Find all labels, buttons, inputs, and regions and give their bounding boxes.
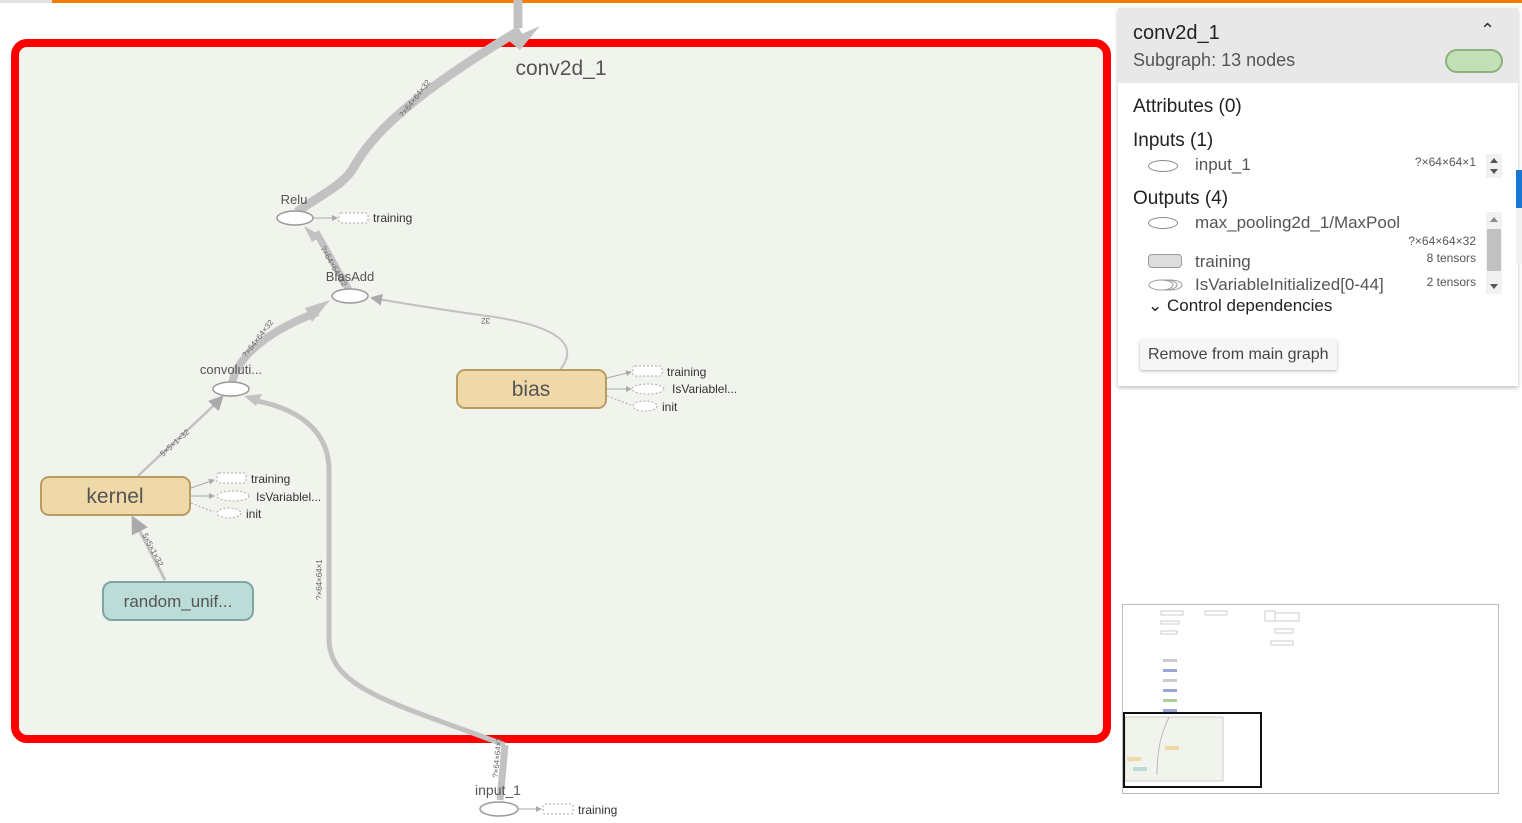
- chevron-up-icon[interactable]: ⌃: [1480, 20, 1496, 40]
- kernel-aux-edge-3: [190, 502, 215, 513]
- output-row-shape: ?×64×64×32: [1408, 234, 1476, 248]
- bias-isvariable-node[interactable]: [631, 383, 665, 395]
- bias-isvariable-label: IsVariablel...: [672, 382, 737, 396]
- remove-from-main-graph-button[interactable]: Remove from main graph: [1140, 340, 1337, 370]
- kernel-isvariable-label: IsVariablel...: [256, 490, 321, 504]
- relu-training-label: training: [373, 211, 412, 225]
- control-dependencies-label: Control dependencies: [1166, 296, 1333, 315]
- input-label: input_1: [475, 782, 521, 798]
- output-row-name[interactable]: training: [1195, 252, 1251, 271]
- kernel-training-label: training: [251, 472, 290, 486]
- edge-kernel-to-conv: [137, 395, 224, 477]
- top-progress-bar: [52, 0, 1522, 3]
- inputs-scrollbar[interactable]: [1486, 154, 1502, 178]
- card-header: conv2d_1 Subgraph: 13 nodes ⌃: [1118, 8, 1518, 83]
- kernel-label: kernel: [86, 485, 143, 508]
- minimap-viewport[interactable]: [1123, 712, 1262, 788]
- control-dependencies-toggle[interactable]: ⌄ Control dependencies: [1148, 296, 1332, 316]
- bias-training-label: training: [667, 365, 706, 379]
- arrowhead-biasadd: [305, 300, 330, 322]
- side-tab-strip: [1516, 208, 1522, 264]
- chevron-down-icon: ⌄: [1148, 296, 1163, 315]
- minimap-canvas: [1124, 610, 1300, 782]
- relu-label: Relu: [281, 192, 308, 207]
- group-color-swatch: [1445, 49, 1503, 73]
- output-row-count: 2 tensors: [1426, 275, 1476, 289]
- output-row-name[interactable]: IsVariableInitialized[0-44]: [1195, 275, 1384, 294]
- input-training-label: training: [578, 803, 617, 817]
- edge-conv-to-bias: [228, 308, 320, 385]
- minimap[interactable]: [1122, 604, 1499, 794]
- bias-aux-edge-3: [606, 395, 632, 406]
- edge-random-to-kernel: [131, 515, 167, 581]
- kernel-node[interactable]: [40, 476, 191, 516]
- bias-node[interactable]: [456, 369, 607, 409]
- group-rect-icon: [1148, 254, 1182, 268]
- output-row-count: 8 tensors: [1426, 251, 1476, 265]
- kernel-init-node[interactable]: [216, 507, 242, 519]
- biasadd-node[interactable]: [331, 288, 369, 304]
- conv-node[interactable]: [212, 381, 250, 397]
- edge-bias-to-relu: [312, 230, 353, 292]
- bias-init-node[interactable]: [632, 400, 658, 412]
- relu-training-node[interactable]: [338, 212, 369, 224]
- conv-label: convoluti...: [200, 362, 262, 377]
- input-row-name[interactable]: input_1: [1195, 155, 1251, 174]
- kernel-init-label: init: [246, 507, 262, 521]
- bias-init-label: init: [662, 400, 678, 414]
- edge-input-to-conv: [251, 397, 506, 748]
- edge-input-up: [496, 744, 509, 801]
- op-ellipse-icon: [1148, 160, 1178, 172]
- bias-label: bias: [512, 378, 551, 401]
- card-title: conv2d_1: [1133, 22, 1220, 44]
- inputs-heading: Inputs (1): [1133, 130, 1214, 151]
- attributes-heading: Attributes (0): [1133, 96, 1242, 117]
- edge-label-input-conv: ?×64×64×1: [315, 559, 324, 600]
- random-uniform-node[interactable]: [102, 581, 254, 621]
- op-ellipse-icon: [1148, 217, 1178, 229]
- kernel-isvariable-node[interactable]: [216, 490, 250, 502]
- arrowhead-relu: [304, 226, 322, 242]
- edge-label-bias-in: 32: [481, 316, 490, 325]
- bias-training-node[interactable]: [632, 365, 663, 377]
- input-node[interactable]: [479, 801, 519, 817]
- outputs-scrollbar[interactable]: [1486, 212, 1502, 294]
- outputs-heading: Outputs (4): [1133, 188, 1229, 209]
- side-tab-indicator[interactable]: [1516, 170, 1522, 208]
- output-row-name[interactable]: max_pooling2d_1/MaxPool: [1195, 213, 1401, 232]
- stacked-ellipse-icon: [1148, 279, 1183, 291]
- edge-relu-out: [294, 26, 523, 216]
- biasadd-label: BiasAdd: [326, 269, 374, 284]
- bias-aux-edge-1: [606, 370, 632, 379]
- kernel-training-node[interactable]: [216, 472, 247, 484]
- kernel-aux-edge-1: [190, 478, 215, 489]
- edge-bias-in: [370, 293, 569, 371]
- input-row-shape: ?×64×64×1: [1414, 155, 1476, 169]
- arrowhead-conv: [244, 394, 262, 406]
- arrowhead-relu-out: [508, 26, 540, 50]
- node-info-card: conv2d_1 Subgraph: 13 nodes ⌃ Attributes…: [1118, 8, 1518, 386]
- card-subtitle: Subgraph: 13 nodes: [1133, 50, 1296, 70]
- edge-label-input-up: ?×64×64×1: [491, 736, 504, 778]
- input-training-node[interactable]: [542, 803, 574, 815]
- top-bar-left: [0, 0, 52, 3]
- relu-node[interactable]: [276, 210, 314, 226]
- random-uniform-label: random_unif...: [124, 592, 233, 611]
- group-title: conv2d_1: [515, 57, 606, 80]
